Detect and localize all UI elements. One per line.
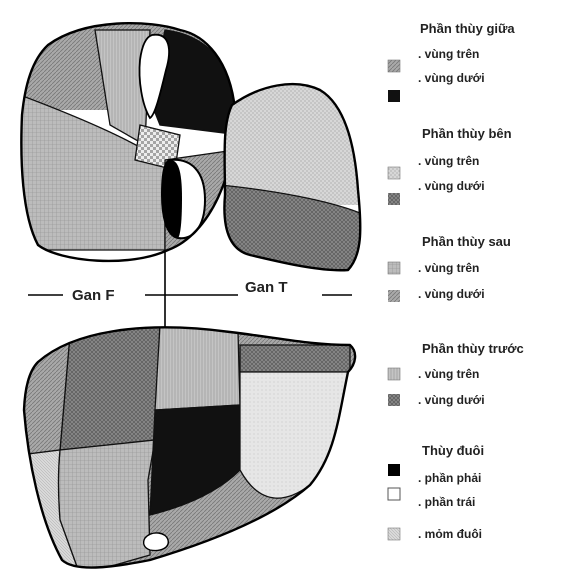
legend-item-label: . vùng dưới xyxy=(418,179,485,193)
legend-swatch xyxy=(388,394,400,406)
legend-item-label: . vùng dưới xyxy=(418,393,485,407)
legend-swatch xyxy=(388,60,400,72)
liver-anterior-view xyxy=(20,20,370,280)
segment-lateral-upper-bottom xyxy=(155,325,240,410)
legend-swatch xyxy=(388,167,400,179)
legend-swatch xyxy=(388,193,400,205)
segment-anterior-lower-bottom xyxy=(60,325,160,450)
legend-item-label: . phần trái xyxy=(418,495,475,509)
legend-swatch xyxy=(388,262,400,274)
legend-swatch xyxy=(388,368,400,380)
segment-lateral-upper-top xyxy=(220,75,370,205)
caudate-process-bottom xyxy=(144,533,169,551)
legend-swatch xyxy=(388,488,400,500)
legend-item-label: . phần phải xyxy=(418,471,481,485)
legend-swatch xyxy=(388,290,400,302)
segment-lateral-lower-bottom xyxy=(240,345,350,372)
legend: Phần thùy giữa . vùng trên . vùng dưới P… xyxy=(388,21,524,541)
legend-group-title: Thùy đuôi xyxy=(422,443,484,458)
legend-item-label: . vùng dưới xyxy=(418,287,485,301)
legend-group-title: Phần thùy sau xyxy=(422,234,511,249)
legend-swatch xyxy=(388,90,400,102)
legend-item-label: . vùng trên xyxy=(418,261,479,275)
legend-group-title: Phần thùy giữa xyxy=(420,21,515,36)
legend-item-label: . vùng dưới xyxy=(418,71,485,85)
liver-posterior-view xyxy=(20,320,370,580)
legend-swatch xyxy=(388,528,400,540)
legend-item-label: . mỏm đuôi xyxy=(418,527,482,541)
right-liver-label: Gan F xyxy=(72,287,115,304)
legend-item-label: . vùng trên xyxy=(418,154,479,168)
legend-swatch xyxy=(388,464,400,476)
legend-item-label: . vùng trên xyxy=(418,47,479,61)
left-liver-label: Gan T xyxy=(245,279,288,296)
legend-item-label: . vùng trên xyxy=(418,367,479,381)
legend-group-title: Phần thùy bên xyxy=(422,126,512,141)
legend-group-title: Phần thùy trước xyxy=(422,341,524,356)
